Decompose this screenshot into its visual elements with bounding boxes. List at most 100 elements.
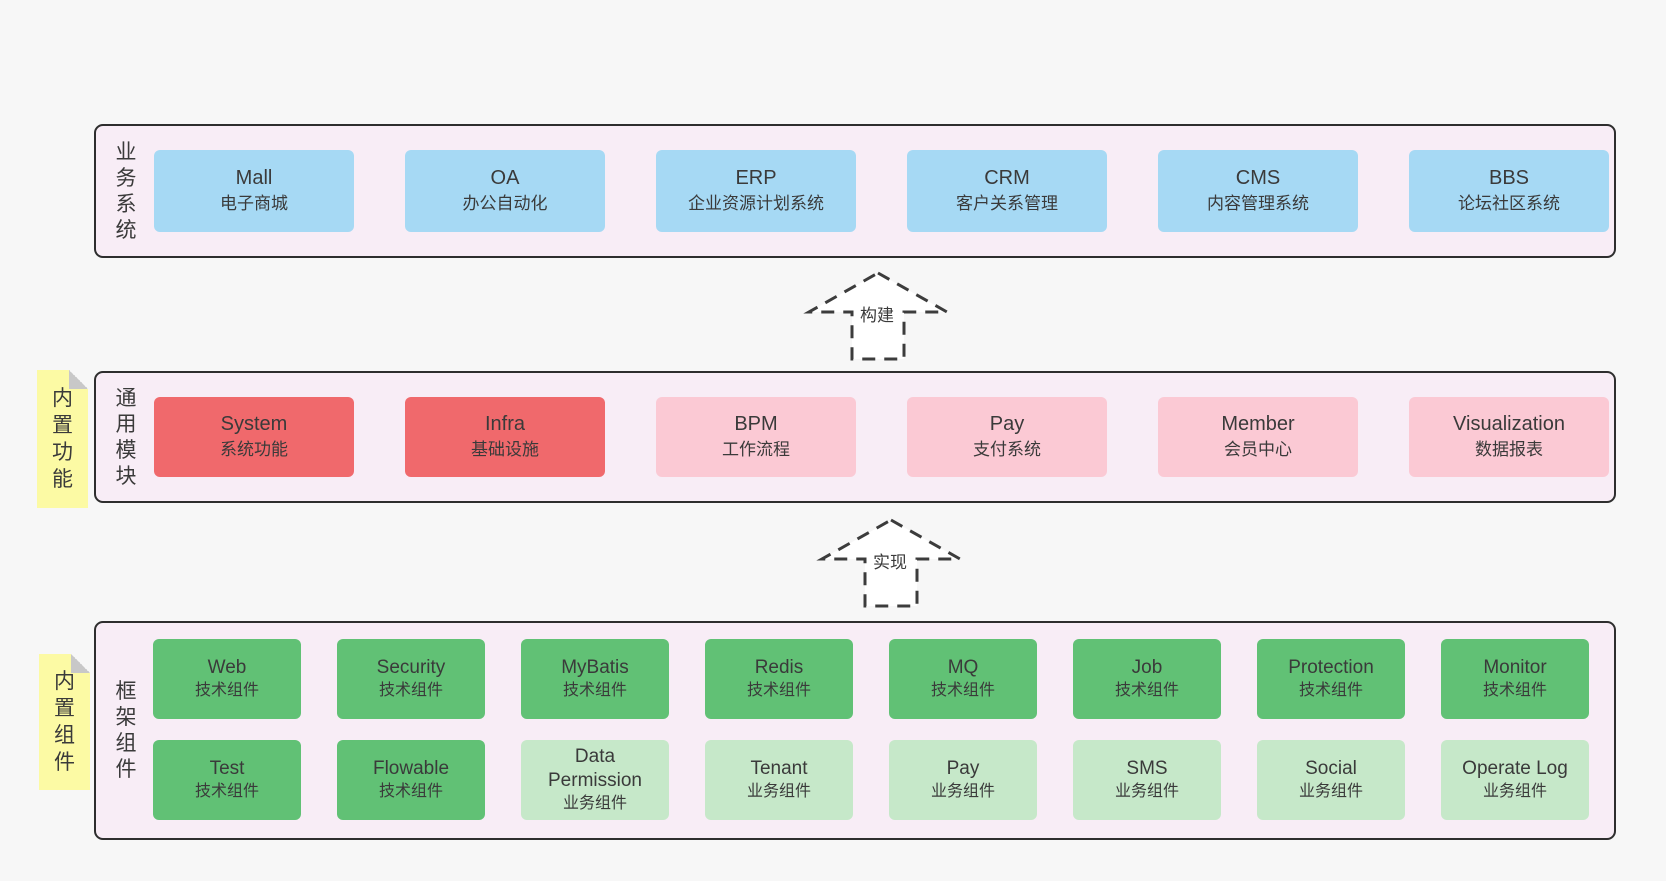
box-subtitle: 会员中心 bbox=[1224, 440, 1292, 460]
vertical-label-char: 务 bbox=[115, 166, 137, 190]
vertical-label-char: 框 bbox=[115, 680, 137, 703]
component-box-crm: CRM 客户关系管理 bbox=[907, 150, 1107, 232]
arrow-label-build: 构建 bbox=[857, 305, 897, 327]
box-subtitle: 技术组件 bbox=[1482, 682, 1547, 700]
box-title: Infra bbox=[484, 413, 526, 436]
box-subtitle: 业务组件 bbox=[1298, 783, 1363, 801]
box-title: MyBatis bbox=[561, 656, 629, 678]
box-title: System bbox=[220, 413, 288, 436]
box-subtitle: 论坛社区系统 bbox=[1458, 194, 1560, 214]
component-box-oa: OA 办公自动化 bbox=[405, 150, 605, 232]
component-box-monitor: Monitor 技术组件 bbox=[1441, 639, 1589, 719]
box-subtitle: 技术组件 bbox=[562, 682, 627, 700]
vertical-label-char: 通 bbox=[115, 386, 137, 410]
component-box-member: Member 会员中心 bbox=[1158, 397, 1358, 477]
vertical-label-char: 置 bbox=[52, 414, 73, 437]
vertical-label-char: 组 bbox=[54, 724, 75, 747]
box-title: CRM bbox=[984, 167, 1030, 190]
box-title: Security bbox=[376, 656, 446, 678]
component-box-mall: Mall 电子商城 bbox=[154, 150, 354, 232]
box-title: SMS bbox=[1126, 757, 1168, 779]
box-title: Web bbox=[207, 656, 247, 678]
box-title: Protection bbox=[1288, 656, 1374, 678]
box-title: Visualization bbox=[1453, 413, 1565, 436]
box-subtitle: 客户关系管理 bbox=[956, 194, 1058, 214]
box-subtitle: 业务组件 bbox=[562, 795, 627, 813]
box-title: Job bbox=[1131, 656, 1163, 678]
vertical-label-char: 架 bbox=[115, 706, 137, 729]
vertical-label-char: 业 bbox=[115, 140, 137, 164]
component-box-pay: Pay 支付系统 bbox=[907, 397, 1107, 477]
box-subtitle: 业务组件 bbox=[1114, 783, 1179, 801]
component-box-redis: Redis 技术组件 bbox=[705, 639, 853, 719]
box-subtitle: 系统功能 bbox=[220, 440, 288, 460]
box-title: Member bbox=[1221, 413, 1295, 436]
box-title: Test bbox=[209, 757, 245, 779]
component-box-sms: SMS 业务组件 bbox=[1073, 740, 1221, 820]
vertical-label-char: 内 bbox=[54, 670, 75, 693]
box-title: Data Permission bbox=[548, 745, 642, 791]
box-subtitle: 电子商城 bbox=[220, 194, 288, 214]
sticky-note-builtin-features: 内置功能 bbox=[37, 370, 88, 508]
box-title: Mall bbox=[235, 167, 273, 190]
box-title: BBS bbox=[1488, 167, 1530, 190]
box-subtitle: 办公自动化 bbox=[462, 194, 548, 214]
component-box-job: Job 技术组件 bbox=[1073, 639, 1221, 719]
component-box-mybatis: MyBatis 技术组件 bbox=[521, 639, 669, 719]
component-box-bbs: BBS 论坛社区系统 bbox=[1409, 150, 1609, 232]
vertical-label-char: 件 bbox=[54, 751, 75, 774]
box-subtitle: 技术组件 bbox=[930, 682, 995, 700]
box-subtitle: 技术组件 bbox=[1114, 682, 1179, 700]
box-subtitle: 技术组件 bbox=[746, 682, 811, 700]
box-title: Redis bbox=[754, 656, 804, 678]
box-subtitle: 技术组件 bbox=[378, 682, 443, 700]
panel-title-common-modules: 通用模块 bbox=[104, 373, 148, 501]
box-title: OA bbox=[490, 167, 520, 190]
box-title: CMS bbox=[1235, 167, 1281, 190]
box-title: Pay bbox=[989, 413, 1025, 436]
vertical-label-char: 块 bbox=[115, 464, 137, 488]
box-subtitle: 业务组件 bbox=[746, 783, 811, 801]
box-subtitle: 企业资源计划系统 bbox=[688, 194, 824, 214]
arrow-label-implement: 实现 bbox=[870, 552, 910, 574]
component-box-visualization: Visualization 数据报表 bbox=[1409, 397, 1609, 477]
component-box-system: System 系统功能 bbox=[154, 397, 354, 477]
box-title: Flowable bbox=[372, 757, 450, 779]
note-fold-corner bbox=[69, 370, 88, 389]
panel-title-framework-components: 框架组件 bbox=[104, 623, 148, 838]
vertical-label-char: 组 bbox=[115, 732, 137, 755]
box-subtitle: 技术组件 bbox=[378, 783, 443, 801]
vertical-label-char: 模 bbox=[115, 438, 137, 462]
box-title: Social bbox=[1305, 757, 1357, 779]
vertical-label-char: 用 bbox=[115, 412, 137, 436]
box-title: Pay bbox=[946, 757, 980, 779]
box-subtitle: 支付系统 bbox=[973, 440, 1041, 460]
box-title: Monitor bbox=[1483, 656, 1547, 678]
panel-title-business-systems: 业务系统 bbox=[104, 126, 148, 256]
sticky-note-builtin-components: 内置组件 bbox=[39, 654, 90, 790]
box-subtitle: 数据报表 bbox=[1475, 440, 1543, 460]
box-subtitle: 技术组件 bbox=[194, 682, 259, 700]
vertical-label-char: 置 bbox=[54, 697, 75, 720]
component-box-social: Social 业务组件 bbox=[1257, 740, 1405, 820]
vertical-label-char: 统 bbox=[115, 218, 137, 242]
component-box-security: Security 技术组件 bbox=[337, 639, 485, 719]
component-box-flowable: Flowable 技术组件 bbox=[337, 740, 485, 820]
vertical-label-char: 能 bbox=[52, 468, 73, 491]
box-subtitle: 业务组件 bbox=[1482, 783, 1547, 801]
